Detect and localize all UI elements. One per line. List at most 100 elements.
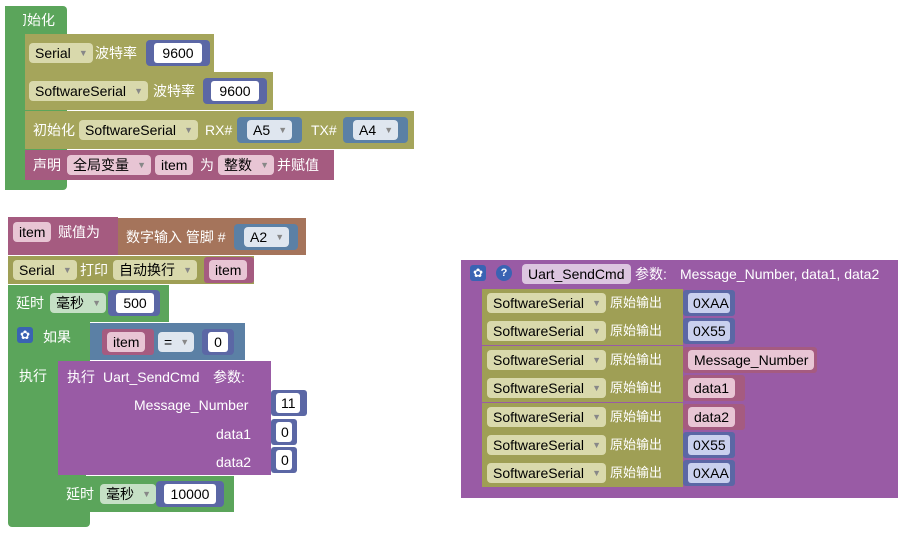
dropdown-arrow-icon: ▼ xyxy=(62,265,72,275)
delay-block[interactable]: 延时 毫秒▼ 500 xyxy=(8,285,169,322)
print-mode-dropdown[interactable]: 自动换行▼ xyxy=(113,260,197,280)
output-port-dropdown[interactable]: SoftwareSerial▼ xyxy=(487,321,607,342)
help-icon[interactable]: ? xyxy=(496,265,512,281)
dropdown-arrow-icon: ▼ xyxy=(384,125,394,135)
dropdown-arrow-icon: ▼ xyxy=(137,160,146,170)
if-label: 如果 xyxy=(43,329,71,345)
dropdown-arrow-icon: ▼ xyxy=(134,86,144,96)
raw-output-label: 原始输出 xyxy=(610,295,663,310)
gear-icon[interactable]: ✿ xyxy=(17,327,33,343)
params-list: Message_Number, data1, data2 xyxy=(680,266,880,282)
param-value-field[interactable]: 0 xyxy=(276,450,292,470)
print-variable-field[interactable]: item xyxy=(209,260,248,280)
procedure-call-block[interactable]: 执行 Uart_SendCmd 参数: Message_Number data1… xyxy=(58,361,271,475)
tx-pin-dropdown[interactable]: A4▼ xyxy=(353,120,399,140)
serial-port-dropdown[interactable]: Serial▼ xyxy=(29,43,93,63)
raw-output-block[interactable]: SoftwareSerial▼原始输出 xyxy=(482,459,683,488)
delay-block[interactable]: 延时 毫秒▼ 10000 xyxy=(58,476,234,512)
type-dropdown[interactable]: 整数▼ xyxy=(218,155,274,175)
delay-label: 延时 xyxy=(16,295,44,311)
assign-label: 并赋值 xyxy=(277,157,319,173)
print-port-dropdown[interactable]: Serial▼ xyxy=(13,260,77,280)
dropdown-arrow-icon: ▼ xyxy=(592,354,602,365)
dropdown-arrow-icon: ▼ xyxy=(183,265,192,275)
serial-print-block[interactable]: Serial▼ 打印 自动换行▼ item xyxy=(8,256,254,284)
dropdown-arrow-icon: ▼ xyxy=(78,48,88,58)
softserial-begin-block[interactable]: SoftwareSerial▼ 波特率 9600 xyxy=(25,72,273,110)
output-port-dropdown[interactable]: SoftwareSerial▼ xyxy=(487,349,607,370)
assign-label: 赋值为 xyxy=(58,224,100,240)
output-value-field[interactable]: 0X55 xyxy=(688,435,730,455)
dropdown-arrow-icon: ▼ xyxy=(260,160,269,170)
dropdown-arrow-icon: ▼ xyxy=(142,489,151,499)
dropdown-arrow-icon: ▼ xyxy=(184,125,194,135)
param-value-field[interactable]: 11 xyxy=(276,393,300,413)
call-label: 执行 xyxy=(67,369,95,385)
digital-pin-dropdown[interactable]: A2▼ xyxy=(244,227,290,247)
then-label: 执行 xyxy=(19,368,47,384)
dropdown-arrow-icon: ▼ xyxy=(275,232,285,242)
param-value-field[interactable]: 0 xyxy=(276,422,292,442)
raw-output-label: 原始输出 xyxy=(610,323,663,339)
raw-output-label: 原始输出 xyxy=(610,380,663,396)
softserial-port-dropdown[interactable]: SoftwareSerial▼ xyxy=(29,81,149,101)
raw-output-block[interactable]: SoftwareSerial▼原始输出 xyxy=(482,374,683,403)
delay-value-field[interactable]: 10000 xyxy=(164,484,216,504)
output-port-dropdown[interactable]: SoftwareSerial▼ xyxy=(487,406,607,427)
serial-begin-block[interactable]: Serial▼ 波特率 9600 xyxy=(25,34,214,72)
output-variable-field[interactable]: data2 xyxy=(688,406,736,427)
output-port-dropdown[interactable]: SoftwareSerial▼ xyxy=(487,293,607,313)
digital-read-label: 数字输入 管脚 # xyxy=(126,229,226,245)
rx-pin-dropdown[interactable]: A5▼ xyxy=(247,120,293,140)
output-port-dropdown[interactable]: SoftwareSerial▼ xyxy=(487,435,607,455)
dropdown-arrow-icon: ▼ xyxy=(592,383,602,394)
call-function-name: Uart_SendCmd xyxy=(103,369,200,385)
variable-name-field[interactable]: item xyxy=(155,155,194,175)
softserial-baud-field[interactable]: 9600 xyxy=(211,81,259,101)
param-label: data1 xyxy=(216,426,252,442)
digital-read-block[interactable]: 数字输入 管脚 # A2▼ xyxy=(118,218,306,255)
raw-output-block[interactable]: SoftwareSerial▼原始输出 xyxy=(482,289,683,317)
raw-output-block[interactable]: SoftwareSerial▼原始输出 xyxy=(482,402,683,431)
compare-value-field[interactable]: 0 xyxy=(208,332,228,352)
delay-unit-dropdown[interactable]: 毫秒▼ xyxy=(100,484,156,504)
output-variable-field[interactable]: data1 xyxy=(688,378,736,399)
delay-unit-dropdown[interactable]: 毫秒▼ xyxy=(50,293,106,313)
delay-value-field[interactable]: 500 xyxy=(116,293,154,313)
raw-output-label: 原始输出 xyxy=(610,351,663,367)
baud-label: 波特率 xyxy=(153,83,195,99)
raw-output-block[interactable]: SoftwareSerial▼原始输出 xyxy=(482,317,683,346)
output-port-dropdown[interactable]: SoftwareSerial▼ xyxy=(487,378,607,399)
dropdown-arrow-icon: ▼ xyxy=(592,440,602,450)
operator-dropdown[interactable]: =▼ xyxy=(158,332,195,352)
init-label: 初始化 xyxy=(33,122,75,138)
raw-output-block[interactable]: SoftwareSerial▼原始输出 xyxy=(482,345,683,374)
output-value-field[interactable]: 0X55 xyxy=(688,321,730,342)
dropdown-arrow-icon: ▼ xyxy=(592,468,602,479)
scope-dropdown[interactable]: 全局变量▼ xyxy=(67,155,151,175)
assign-variable-block[interactable]: item 赋值为 xyxy=(8,217,118,255)
declare-variable-block[interactable]: 声明 全局变量▼ item 为 整数▼ 并赋值 xyxy=(25,150,334,180)
raw-output-label: 原始输出 xyxy=(610,408,663,424)
baud-label: 波特率 xyxy=(95,45,137,61)
compare-block[interactable]: item =▼ 0 xyxy=(90,323,245,360)
assign-variable-field[interactable]: item xyxy=(13,222,52,242)
raw-output-label: 原始输出 xyxy=(610,465,663,481)
setup-title: 初始化 xyxy=(13,12,55,28)
softserial-init-block[interactable]: 初始化 SoftwareSerial▼ RX# A5▼ TX# A4▼ xyxy=(25,111,414,149)
output-port-dropdown[interactable]: SoftwareSerial▼ xyxy=(487,463,607,484)
dropdown-arrow-icon: ▼ xyxy=(592,326,602,337)
softserial-init-dropdown[interactable]: SoftwareSerial▼ xyxy=(79,120,199,140)
print-label: 打印 xyxy=(80,262,108,278)
output-variable-field[interactable]: Message_Number xyxy=(688,349,815,370)
output-value-field[interactable]: 0XAA xyxy=(688,293,730,313)
compare-variable-field[interactable]: item xyxy=(107,332,146,352)
raw-output-label: 原始输出 xyxy=(610,437,663,452)
dropdown-arrow-icon: ▼ xyxy=(180,337,190,347)
dropdown-arrow-icon: ▼ xyxy=(592,411,602,422)
procedure-name-field[interactable]: Uart_SendCmd xyxy=(522,264,631,284)
gear-icon[interactable]: ✿ xyxy=(470,265,486,281)
output-value-field[interactable]: 0XAA xyxy=(688,463,730,484)
serial-baud-field[interactable]: 9600 xyxy=(154,43,202,63)
raw-output-block[interactable]: SoftwareSerial▼原始输出 xyxy=(482,431,683,459)
